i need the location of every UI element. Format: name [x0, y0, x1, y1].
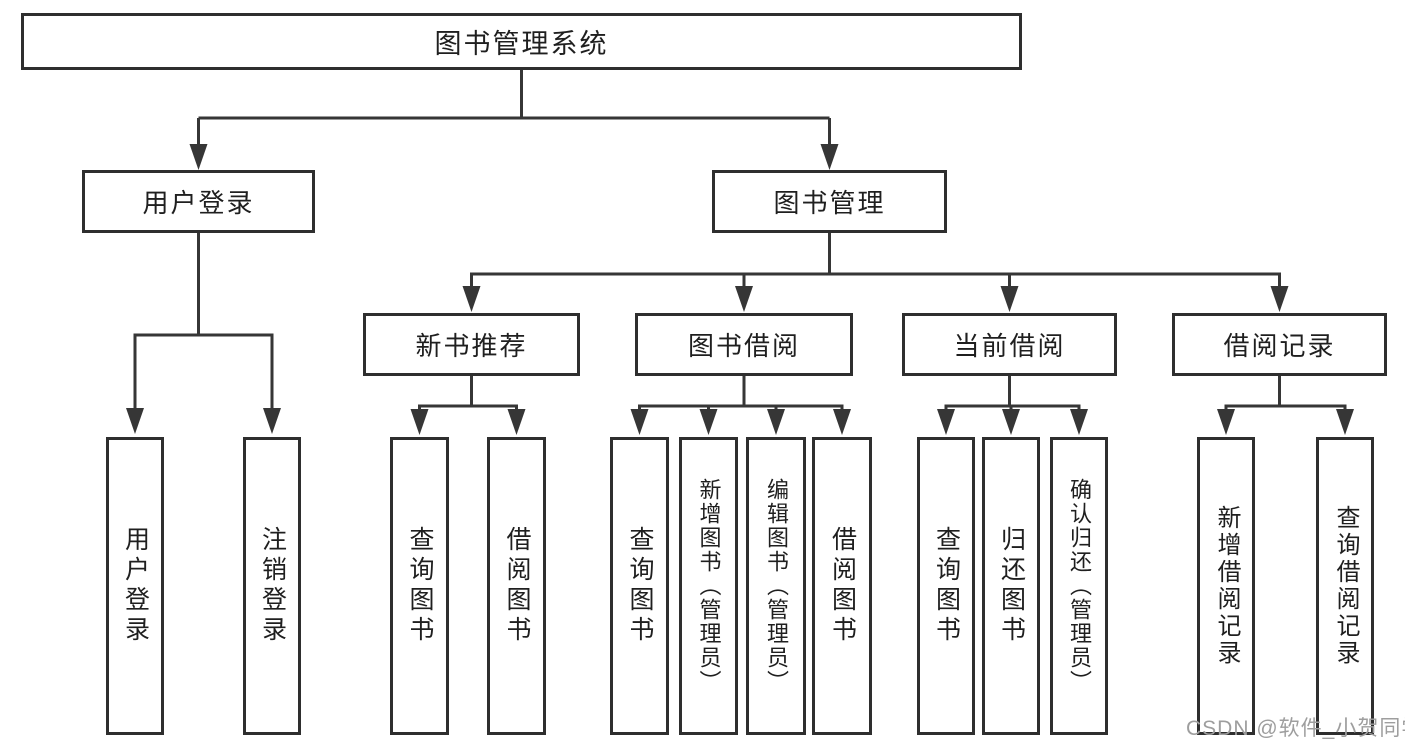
arrowhead: [699, 409, 718, 435]
arrowhead: [937, 409, 955, 435]
node-label: 图书管理: [773, 188, 886, 218]
leaf-query-borrow-record: 查询借阅记录: [1316, 437, 1374, 735]
arrowhead: [1270, 286, 1289, 312]
node-book-management: 图书管理: [712, 170, 947, 233]
node-borrow-record: 借阅记录: [1172, 313, 1387, 376]
csdn-watermark: CSDN @软件_小贺同学: [1186, 717, 1405, 740]
node-user-login: 用户登录: [82, 170, 315, 233]
node-label: 图书管理系统: [434, 29, 609, 59]
leaf-label: 借阅图书: [503, 526, 531, 646]
node-new-book-recommend: 新书推荐: [363, 313, 580, 376]
node-label: 借阅记录: [1223, 331, 1336, 361]
arrowhead: [462, 286, 481, 312]
arrowhead: [1217, 409, 1235, 435]
arrowhead: [507, 409, 526, 435]
arrowhead: [820, 144, 839, 170]
node-label: 当前借阅: [953, 331, 1066, 361]
leaf-label: 借阅图书: [828, 526, 857, 646]
leaf-user-login: 用户登录: [106, 437, 164, 735]
arrowhead: [833, 409, 851, 435]
leaf-borrow-book-2: 借阅图书: [812, 437, 872, 735]
leaf-label: 查询图书: [932, 526, 961, 646]
leaf-borrow-book-1: 借阅图书: [487, 437, 546, 735]
leaf-return-book: 归还图书: [982, 437, 1040, 735]
leaf-confirm-return-admin: 确认归还（管理员）: [1050, 437, 1108, 735]
leaf-edit-book-admin: 编辑图书（管理员）: [746, 437, 806, 735]
leaf-add-borrow-record: 新增借阅记录: [1197, 437, 1255, 735]
leaf-query-book-3: 查询图书: [917, 437, 975, 735]
arrowhead: [126, 408, 144, 434]
leaf-add-book-admin: 新增图书（管理员）: [679, 437, 738, 735]
leaf-label: 注销登录: [258, 526, 287, 646]
leaf-label: 用户登录: [121, 526, 150, 646]
arrowhead: [735, 286, 753, 312]
leaf-label: 归还图书: [997, 526, 1026, 646]
arrowhead: [1000, 286, 1019, 312]
arrowhead: [1070, 409, 1088, 435]
leaf-query-book-1: 查询图书: [390, 437, 449, 735]
node-label: 用户登录: [142, 188, 255, 218]
leaf-label: 编辑图书（管理员）: [764, 478, 789, 694]
arrowhead: [630, 409, 649, 435]
leaf-label: 查询图书: [406, 526, 434, 646]
node-book-borrow: 图书借阅: [635, 313, 853, 376]
arrowhead: [1002, 409, 1020, 435]
leaf-label: 新增借阅记录: [1213, 505, 1240, 667]
node-label: 图书借阅: [687, 331, 800, 361]
arrowhead: [1336, 409, 1354, 435]
arrowhead: [410, 409, 429, 435]
leaf-label: 确认归还（管理员）: [1067, 478, 1092, 694]
leaf-logout: 注销登录: [243, 437, 301, 735]
node-label: 新书推荐: [415, 331, 528, 361]
arrowhead: [767, 409, 785, 435]
leaf-query-book-2: 查询图书: [610, 437, 669, 735]
leaf-label: 查询图书: [626, 526, 654, 646]
node-current-borrow: 当前借阅: [902, 313, 1117, 376]
leaf-label: 查询借阅记录: [1332, 505, 1359, 667]
node-root-library-system: 图书管理系统: [21, 13, 1022, 70]
arrowhead: [263, 408, 281, 434]
arrowhead: [189, 144, 208, 170]
leaf-label: 新增图书（管理员）: [696, 478, 722, 694]
